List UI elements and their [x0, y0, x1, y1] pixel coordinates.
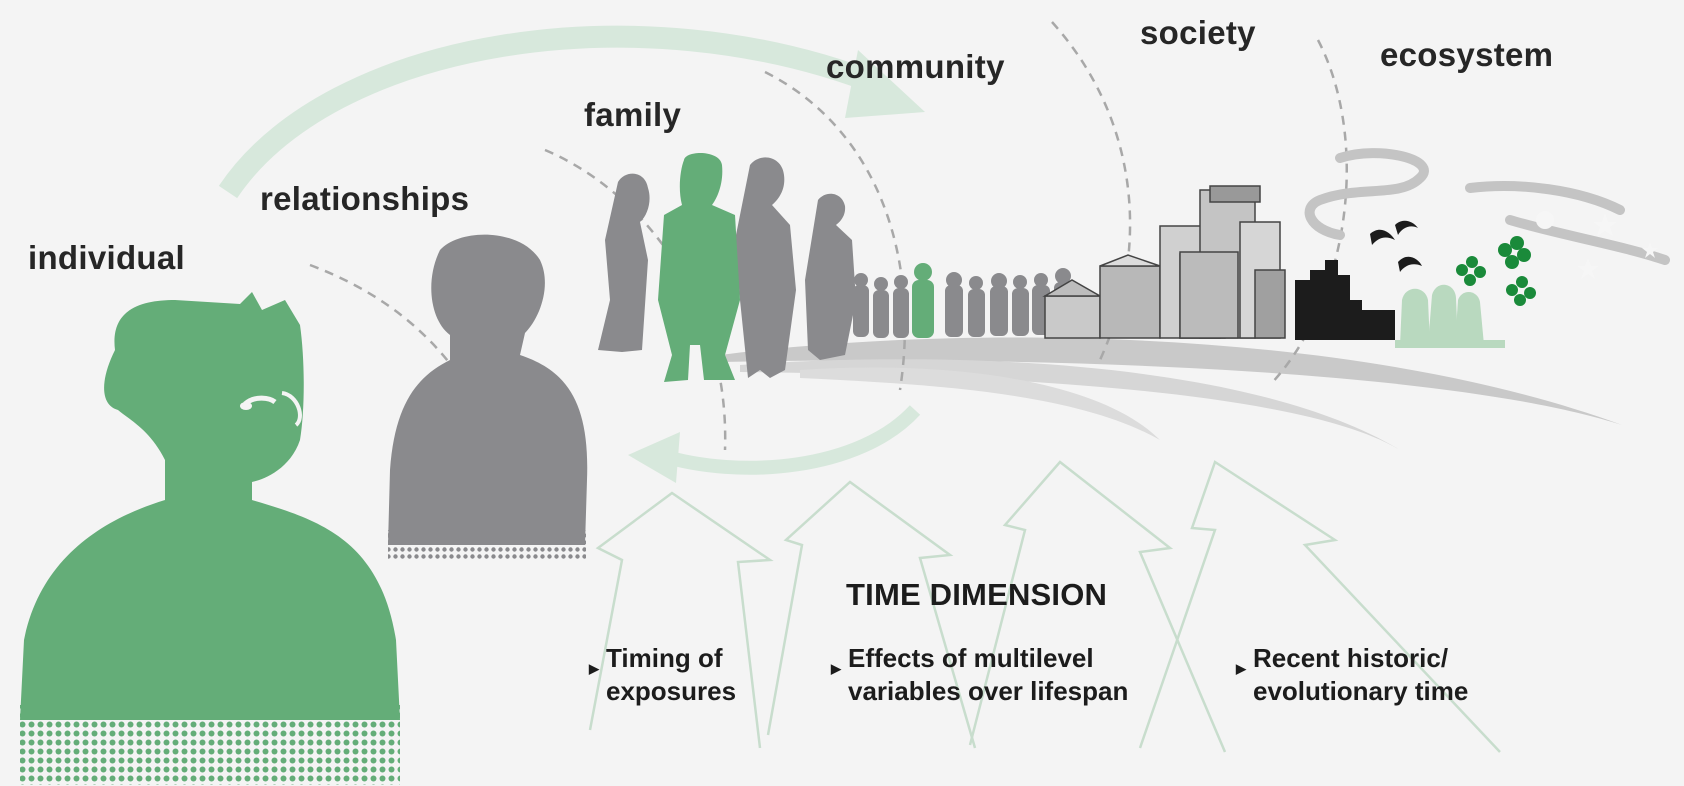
time-note-evolutionary: ▶ Recent historic/ evolutionary time	[1236, 642, 1469, 708]
stars-icon	[1536, 211, 1658, 279]
time-note-line: Recent historic/	[1253, 643, 1449, 673]
time-note-line: Timing of	[606, 643, 723, 673]
bullet-triangle-icon: ▶	[589, 661, 599, 676]
level-society-label: society	[1140, 14, 1256, 51]
flowers-icon	[1456, 236, 1536, 306]
smoke-cloud-icon	[1304, 148, 1670, 265]
level-community-label: community	[826, 48, 1005, 85]
bullet-triangle-icon: ▶	[1236, 661, 1246, 676]
family-group-icon	[598, 157, 856, 378]
level-individual-label: individual	[28, 239, 186, 276]
level-family-label: family	[584, 96, 682, 133]
top-curved-arrow-icon	[218, 25, 925, 199]
level-ecosystem-label: ecosystem	[1380, 36, 1554, 73]
community-green-person-icon	[912, 263, 934, 338]
time-dimension-title: TIME DIMENSION	[846, 577, 1108, 612]
arrow-up-icon	[588, 491, 774, 749]
time-note-line: Effects of multilevel	[848, 643, 1094, 673]
society-city-icon	[1042, 185, 1286, 339]
individual-person-icon	[20, 292, 400, 785]
birds-icon	[1370, 220, 1422, 272]
family-green-person-icon	[658, 153, 740, 382]
relationships-person-icon	[388, 234, 588, 560]
time-note-line: evolutionary time	[1253, 676, 1469, 706]
arrow-up-icon	[766, 480, 977, 749]
trees-icon	[1395, 284, 1505, 348]
time-note-line: variables over lifespan	[848, 676, 1129, 706]
community-crowd-icon	[853, 268, 1072, 338]
level-relationships-label: relationships	[260, 180, 470, 217]
return-curved-arrow-icon	[628, 405, 921, 483]
city-dark-buildings-icon	[1295, 260, 1395, 340]
time-note-multilevel: ▶ Effects of multilevel variables over l…	[831, 642, 1129, 708]
ground-swoosh	[720, 337, 1622, 450]
arrow-up-icon	[1138, 460, 1501, 753]
arrow-up-icon	[968, 460, 1227, 753]
time-note-timing: ▶ Timing of exposures	[589, 642, 737, 708]
time-arrows	[588, 460, 1501, 753]
time-note-line: exposures	[606, 676, 737, 706]
bullet-triangle-icon: ▶	[831, 661, 841, 676]
